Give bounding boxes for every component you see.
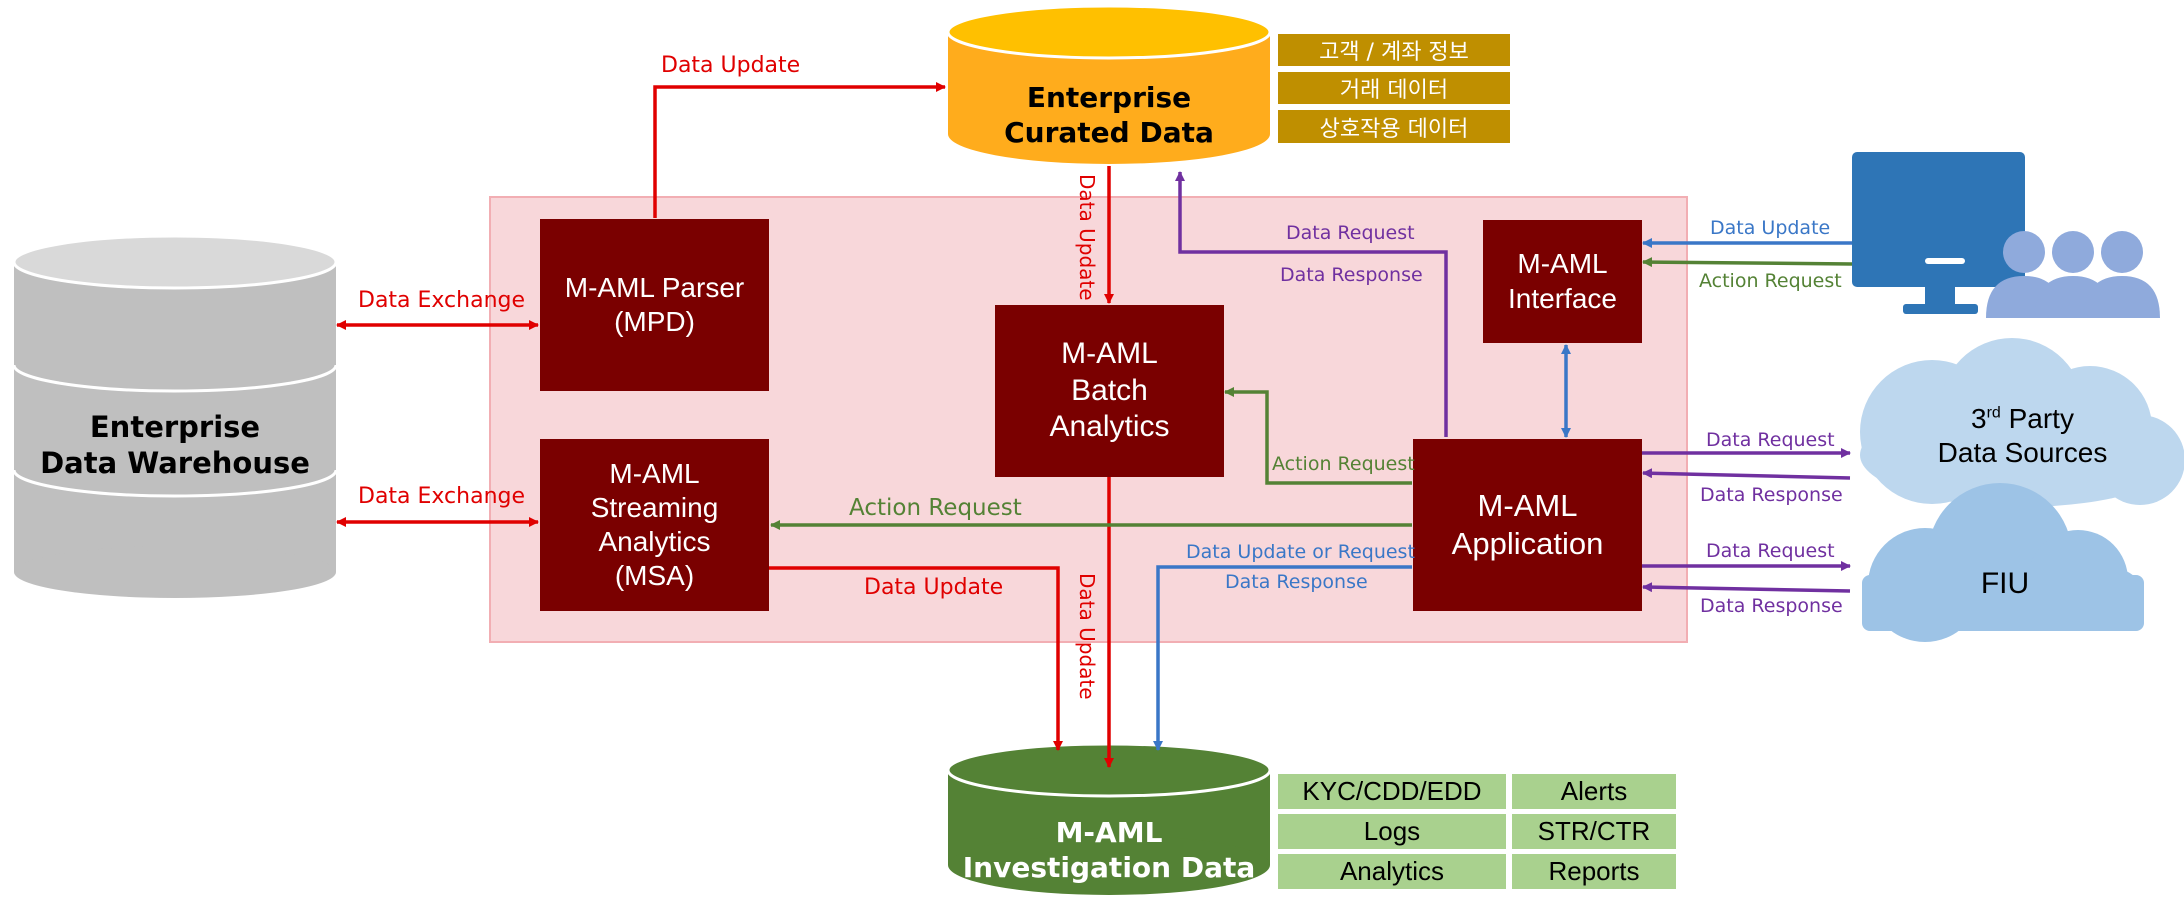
edw-cylinder-icon	[12, 234, 338, 598]
curated-tag-customer-account: 고객 / 계좌 정보	[1278, 34, 1510, 66]
edw-label: Enterprise Data Warehouse	[14, 400, 336, 490]
third-party-label: 3rd Party Data Sources	[1880, 402, 2165, 470]
parser-box: M-AML Parser(MPD)	[540, 219, 769, 391]
label-user-action: Action Request	[1699, 270, 1842, 292]
label-edw-streaming: Data Exchange	[358, 484, 526, 509]
curated-label: Enterprise Curated Data	[948, 75, 1270, 155]
label-app-curated-request: Data Request	[1286, 222, 1415, 244]
investigation-tag-analytics: Analytics	[1278, 854, 1506, 889]
third-party-line2: Data Sources	[1937, 437, 2108, 469]
batch-line3: Analytics	[1049, 410, 1170, 444]
investigation-line1: M-AML	[1055, 816, 1163, 849]
label-user-update: Data Update	[1710, 217, 1831, 239]
green-flows	[770, 257, 1853, 530]
purple-flows	[1175, 171, 1851, 593]
label-curated-to-batch: Data Update	[1075, 174, 1099, 301]
curated-tag-interaction: 상호작용 데이터	[1278, 110, 1510, 143]
streaming-line2: Streaming	[590, 491, 719, 523]
label-streaming-to-investigation: Data Update	[864, 575, 1004, 600]
investigation-label: M-AML Investigation Data	[948, 810, 1270, 890]
fiu-label: FIU	[1980, 567, 2030, 600]
application-line1: M-AML	[1477, 488, 1578, 524]
interface-line1: M-AML	[1517, 248, 1608, 280]
label-edw-parser: Data Exchange	[358, 288, 526, 313]
investigation-tag-str-ctr: STR/CTR	[1512, 814, 1676, 849]
label-investigation-update-request: Data Update or Request	[1186, 541, 1415, 563]
fiu-cloud-icon	[1862, 483, 2144, 642]
investigation-tag-kyc: KYC/CDD/EDD	[1278, 774, 1506, 809]
curated-cylinder-icon	[946, 4, 1272, 164]
streaming-line4: (MSA)	[614, 560, 695, 592]
investigation-cylinder-icon	[946, 742, 1272, 895]
investigation-tag-reports: Reports	[1512, 854, 1676, 889]
desktop-monitor-with-users-icon	[1852, 152, 2160, 318]
curated-line1: Enterprise	[1026, 81, 1192, 114]
curated-line2: Curated Data	[1004, 116, 1214, 149]
label-third-party-request: Data Request	[1706, 429, 1835, 451]
label-batch-to-investigation: Data Update	[1075, 573, 1099, 700]
parser-line1: M-AML Parser	[564, 271, 745, 303]
blue-flows	[1153, 238, 1852, 751]
application-line2: Application	[1451, 526, 1604, 561]
investigation-tag-alerts: Alerts	[1512, 774, 1676, 809]
parser-line2: (MPD)	[614, 306, 695, 337]
label-fiu-request: Data Request	[1706, 540, 1835, 562]
label-app-to-batch: Action Request	[1272, 453, 1415, 475]
streaming-line1: M-AML	[609, 457, 700, 489]
edw-line2: Data Warehouse	[40, 446, 310, 480]
label-parser-to-curated: Data Update	[661, 53, 801, 78]
label-app-to-streaming: Action Request	[849, 495, 1022, 521]
interface-line2: Interface	[1508, 282, 1617, 314]
third-party-ordinal: rd	[1986, 404, 2001, 422]
label-fiu-response: Data Response	[1700, 595, 1843, 617]
red-flows	[336, 82, 1114, 768]
investigation-line2: Investigation Data	[962, 851, 1256, 884]
label-investigation-response: Data Response	[1225, 571, 1368, 593]
label-app-curated-response: Data Response	[1280, 264, 1423, 286]
curated-tag-transaction: 거래 데이터	[1278, 72, 1510, 104]
streaming-line3: Analytics	[598, 526, 711, 557]
batch-line2: Batch	[1071, 373, 1148, 407]
third-party-number: 3	[1971, 403, 1987, 434]
edw-line1: Enterprise	[89, 409, 261, 444]
third-party-cloud-icon	[1860, 338, 2184, 507]
investigation-tag-logs: Logs	[1278, 814, 1506, 849]
third-party-line1: Party	[2000, 403, 2074, 434]
batch-line1: M-AML	[1061, 337, 1158, 371]
label-third-party-response: Data Response	[1700, 484, 1843, 506]
